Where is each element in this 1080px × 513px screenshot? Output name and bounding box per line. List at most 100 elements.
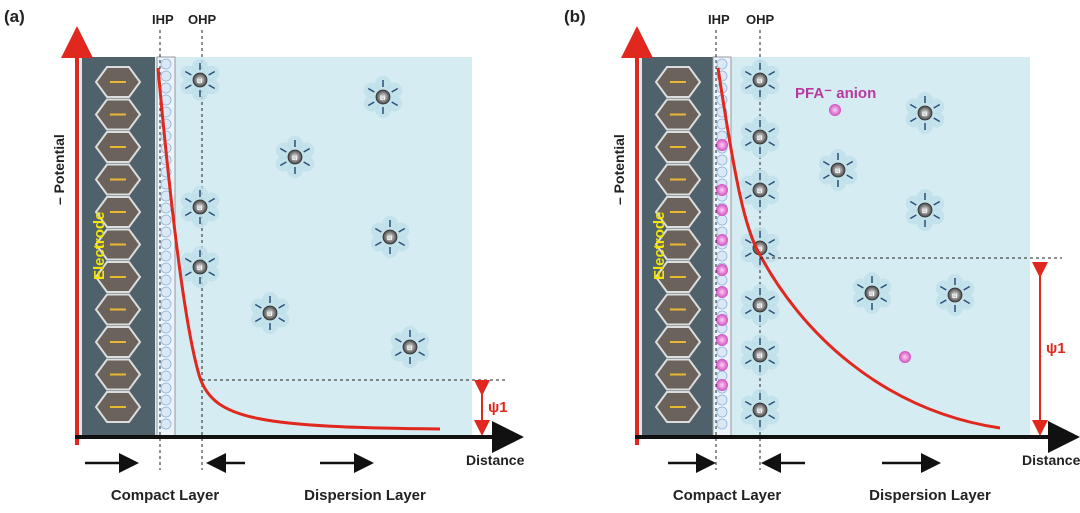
li-ion-icon bbox=[752, 182, 768, 198]
solvent-molecule bbox=[160, 202, 172, 214]
li-ion-icon bbox=[192, 259, 208, 275]
solvent-arrow-icon bbox=[398, 241, 406, 247]
li-ion-label: Li bbox=[757, 304, 763, 310]
anion-icon bbox=[716, 379, 728, 391]
ihp-label: IHP bbox=[152, 12, 174, 27]
solvent-arrow-icon bbox=[822, 174, 830, 180]
solvent-arrow-icon bbox=[856, 297, 864, 303]
li-ion-solvated: Li bbox=[740, 59, 780, 101]
solvent-molecule bbox=[160, 370, 172, 382]
li-ion-label: Li bbox=[267, 312, 273, 318]
solvent-arrow-icon bbox=[744, 414, 752, 420]
solvent-molecule bbox=[160, 286, 172, 298]
li-ion-icon bbox=[752, 72, 768, 88]
potential-curve bbox=[156, 67, 441, 431]
li-ion-solvated: Li bbox=[180, 246, 220, 288]
anion-icon bbox=[716, 139, 728, 151]
y-axis-label: – Potential bbox=[611, 134, 627, 205]
li-ion-label: Li bbox=[380, 96, 386, 102]
solvent-arrow-icon bbox=[374, 227, 382, 233]
solvent-arrow-icon bbox=[933, 117, 941, 123]
li-ion-solvated: Li bbox=[818, 149, 858, 191]
li-ion-icon bbox=[830, 162, 846, 178]
solvent-arrow-icon bbox=[254, 317, 262, 323]
solvent-arrow-icon bbox=[768, 400, 776, 406]
li-ion-solvated: Li bbox=[363, 76, 403, 118]
solvent-arrow-icon bbox=[367, 101, 375, 107]
solvent-arrow-icon bbox=[744, 127, 752, 133]
solvent-arrow-icon bbox=[744, 141, 752, 147]
solvent-molecule bbox=[716, 250, 728, 262]
li-ion-icon bbox=[402, 339, 418, 355]
ihp-label: IHP bbox=[708, 12, 730, 27]
solvent-arrow-icon bbox=[184, 84, 192, 90]
li-ion-solvated: Li bbox=[250, 292, 290, 334]
solvent-arrow-icon bbox=[184, 211, 192, 217]
solvent-arrow-icon bbox=[846, 174, 854, 180]
solvent-molecule bbox=[716, 214, 728, 226]
solvent-arrow-icon bbox=[939, 299, 947, 305]
dispersion-layer-label: Dispersion Layer bbox=[304, 487, 426, 504]
solvent-arrow-icon bbox=[768, 345, 776, 351]
solvent-molecule bbox=[160, 346, 172, 358]
li-ion-icon bbox=[917, 105, 933, 121]
compact-layer-label: Compact Layer bbox=[111, 487, 220, 504]
solvent-arrow-icon bbox=[909, 214, 917, 220]
solvent-arrow-icon bbox=[208, 271, 216, 277]
solvent-molecule bbox=[160, 298, 172, 310]
solvent-arrow-icon bbox=[744, 84, 752, 90]
li-ion-icon bbox=[864, 285, 880, 301]
solvent-molecule bbox=[160, 58, 172, 70]
li-ion-label: Li bbox=[292, 156, 298, 162]
anion-icon bbox=[716, 264, 728, 276]
li-ion-icon bbox=[192, 199, 208, 215]
solvent-arrow-icon bbox=[303, 161, 311, 167]
solvent-arrow-icon bbox=[184, 70, 192, 76]
li-ion-solvated: Li bbox=[370, 216, 410, 258]
solvent-arrow-icon bbox=[394, 337, 402, 343]
solvent-molecule bbox=[716, 418, 728, 430]
solvent-molecule bbox=[716, 154, 728, 166]
solvent-molecule bbox=[160, 226, 172, 238]
anion-icon bbox=[716, 204, 728, 216]
li-ion-icon bbox=[262, 305, 278, 321]
li-ion-solvated: Li bbox=[935, 274, 975, 316]
solvent-arrow-icon bbox=[418, 337, 426, 343]
anion-icon bbox=[716, 359, 728, 371]
li-ion-label: Li bbox=[407, 346, 413, 352]
solvent-arrow-icon bbox=[208, 84, 216, 90]
ohp-label: OHP bbox=[188, 12, 217, 27]
solvent-arrow-icon bbox=[909, 117, 917, 123]
solvent-arrow-icon bbox=[279, 147, 287, 153]
solvent-arrow-icon bbox=[909, 103, 917, 109]
solvent-arrow-icon bbox=[768, 84, 776, 90]
li-ion-icon bbox=[192, 72, 208, 88]
li-ion-solvated: Li bbox=[390, 326, 430, 368]
solvent-arrow-icon bbox=[909, 200, 917, 206]
li-ion-solvated: Li bbox=[740, 284, 780, 326]
y-axis-label: – Potential bbox=[51, 134, 67, 205]
li-ion-icon bbox=[917, 202, 933, 218]
electrode-label: Electrode bbox=[91, 212, 108, 280]
solvent-molecule bbox=[160, 214, 172, 226]
solvent-molecule bbox=[160, 322, 172, 334]
li-ion-label: Li bbox=[757, 247, 763, 253]
solvent-arrow-icon bbox=[184, 197, 192, 203]
li-ion-label: Li bbox=[757, 189, 763, 195]
solvent-arrow-icon bbox=[822, 160, 830, 166]
panel-label: (b) bbox=[564, 7, 586, 26]
solvent-arrow-icon bbox=[744, 345, 752, 351]
li-ion-label: Li bbox=[197, 206, 203, 212]
li-ion-solvated: Li bbox=[275, 136, 315, 178]
solvent-arrow-icon bbox=[933, 214, 941, 220]
solvent-arrow-icon bbox=[846, 160, 854, 166]
li-ion-icon bbox=[752, 402, 768, 418]
x-axis-label: Distance bbox=[1022, 452, 1080, 468]
solvent-arrow-icon bbox=[939, 285, 947, 291]
li-ion-icon bbox=[947, 287, 963, 303]
solvent-arrow-icon bbox=[933, 200, 941, 206]
solvent-arrow-icon bbox=[768, 309, 776, 315]
solvent-molecule bbox=[160, 358, 172, 370]
solvent-molecule bbox=[160, 394, 172, 406]
